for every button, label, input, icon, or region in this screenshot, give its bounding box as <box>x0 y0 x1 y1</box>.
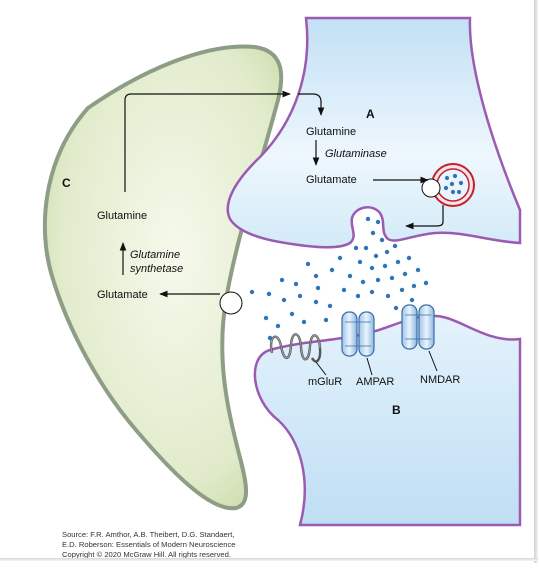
glutamate-molecule <box>415 267 421 273</box>
ampar-label: AMPAR <box>356 376 394 388</box>
neuron-glutamine-label: Glutamine <box>306 126 356 138</box>
glutamate-molecule <box>406 255 412 261</box>
synthetase-label-line2: synthetase <box>130 263 183 275</box>
ampar-channel <box>341 311 375 357</box>
glutamate-molecule <box>365 216 371 222</box>
glutamate-molecule <box>313 299 319 305</box>
glutamate-molecule <box>337 255 343 261</box>
glutamate-molecule <box>347 273 353 279</box>
synaptic-vesicle <box>431 163 475 207</box>
glutamate-molecule <box>279 277 285 283</box>
astrocyte-label: C <box>62 176 71 190</box>
glutamate-molecule <box>266 291 272 297</box>
glutamate-molecule <box>379 237 385 243</box>
nmdar-leader-line <box>428 350 438 372</box>
nmdar-label: NMDAR <box>420 374 460 386</box>
glutamate-molecule <box>402 271 408 277</box>
frame-edge-bottom <box>0 558 538 561</box>
glutamate-molecule <box>263 315 269 321</box>
glutamate-molecule <box>327 303 333 309</box>
glutamate-molecule <box>411 283 417 289</box>
arrow-vesicle-to-membrane <box>405 205 444 230</box>
arrow-glia-to-neuron <box>124 90 291 192</box>
mglur-leader-line <box>315 361 327 376</box>
glia-glutamine-label: Glutamine <box>97 210 147 222</box>
glutamate-molecule <box>313 273 319 279</box>
glutamate-molecule <box>329 267 335 273</box>
glutamate-molecule <box>395 259 401 265</box>
glutamate-molecule <box>392 243 398 249</box>
glutamate-molecule <box>373 253 379 259</box>
glutamate-molecules <box>249 216 429 341</box>
glutamate-molecule <box>275 323 281 329</box>
glutamate-molecule <box>249 289 255 295</box>
astrocyte-cell <box>42 44 284 511</box>
vesicular-transporter <box>421 178 441 198</box>
ampar-leader-line <box>366 357 373 376</box>
source-line-3: Copyright © 2020 McGraw Hill. All rights… <box>62 550 231 559</box>
glutamate-molecule <box>409 297 415 303</box>
mglur-label: mGluR <box>308 376 342 388</box>
glial-transporter <box>219 291 243 315</box>
glutamate-molecule <box>353 245 359 251</box>
glutamate-molecule <box>369 289 375 295</box>
glutamate-molecule <box>423 280 429 286</box>
glutamate-molecule <box>369 265 375 271</box>
glutamate-molecule <box>297 293 303 299</box>
glutamate-molecule <box>355 293 361 299</box>
nmdar-channel <box>401 304 435 350</box>
source-line-2: E.D. Roberson: Essentials of Modern Neur… <box>62 540 235 549</box>
glutamate-molecule <box>375 219 381 225</box>
glutamate-molecule <box>357 259 363 265</box>
glutamate-molecule <box>363 245 369 251</box>
frame-edge-right <box>534 0 538 563</box>
glutamate-molecule <box>389 275 395 281</box>
presynaptic-label: A <box>366 107 375 121</box>
glutamate-molecule <box>305 261 311 267</box>
postsynaptic-label: B <box>392 403 401 417</box>
glutamate-molecule <box>385 293 391 299</box>
glutamate-molecule <box>315 285 321 291</box>
glutamate-molecule <box>384 249 390 255</box>
glutamate-molecule <box>301 319 307 325</box>
glutamate-molecule <box>289 311 295 317</box>
glutamate-molecule <box>341 287 347 293</box>
mglur-receptor-highlight <box>270 333 321 360</box>
glutamate-molecule <box>375 277 381 283</box>
glutamate-molecule <box>360 279 366 285</box>
glutamate-molecule <box>267 335 273 341</box>
glutamate-molecule <box>281 297 287 303</box>
glutaminase-label: Glutaminase <box>325 148 387 160</box>
glutamate-molecule <box>393 305 399 311</box>
neuron-glutamate-label: Glutamate <box>306 174 357 186</box>
glutamate-molecule <box>382 263 388 269</box>
glutamate-molecule <box>399 287 405 293</box>
synthetase-label-line1: Glutamine <box>130 249 180 261</box>
postsynaptic-terminal <box>253 314 522 527</box>
glutamate-molecule <box>323 317 329 323</box>
source-line-1: Source: F.R. Amthor, A.B. Theibert, D.G.… <box>62 530 235 539</box>
glia-glutamate-label: Glutamate <box>97 289 148 301</box>
glutamate-molecule <box>370 230 376 236</box>
glutamate-molecule <box>293 281 299 287</box>
arrow-into-terminal <box>298 93 325 116</box>
